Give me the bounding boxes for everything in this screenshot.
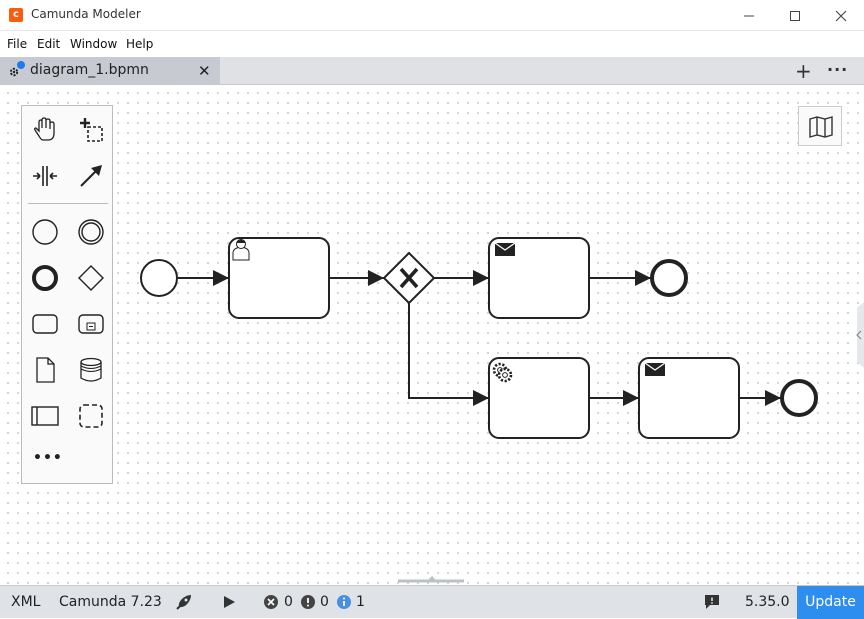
unsaved-indicator (17, 61, 25, 69)
minimize-icon (744, 15, 754, 16)
diagram-canvas[interactable]: ••• (0, 85, 864, 585)
tab-more-button[interactable]: ··· (827, 60, 849, 79)
warning-icon[interactable] (300, 594, 316, 610)
tab-diagram[interactable]: diagram_1.bpmn ✕ (0, 57, 220, 85)
map-icon (809, 116, 833, 138)
window-title: Camunda Modeler (31, 7, 141, 21)
gateway-x-marker (399, 267, 419, 289)
camunda-logo-icon: c (9, 8, 23, 22)
bpmn-diagram (140, 237, 818, 439)
sequence-flows (177, 270, 781, 406)
menu-file[interactable]: File (7, 37, 28, 51)
update-button[interactable]: Update (797, 586, 864, 619)
feedback-icon[interactable] (704, 594, 720, 610)
more-tools-button[interactable]: ••• (33, 450, 63, 466)
play-icon[interactable] (221, 594, 237, 610)
hand-tool-icon[interactable] (31, 116, 59, 144)
status-bar: XML Camunda 7.23 0 0 1 5.35.0 Update (0, 585, 864, 619)
maximize-button[interactable] (772, 0, 818, 31)
menu-edit[interactable]: Edit (37, 37, 61, 51)
end-event[interactable] (650, 259, 688, 297)
palette-separator (28, 203, 108, 204)
envelope-icon (644, 362, 666, 376)
minimap-toggle-button[interactable] (798, 106, 842, 146)
maximize-icon (790, 10, 800, 21)
new-tab-button[interactable]: + (795, 59, 812, 83)
pool-tool-icon[interactable] (31, 402, 59, 430)
user-icon (232, 239, 250, 261)
data-store-tool-icon[interactable] (77, 356, 105, 384)
title-bar: c Camunda Modeler (0, 0, 864, 31)
connect-tool-icon[interactable] (77, 162, 105, 190)
service-task[interactable] (488, 357, 590, 439)
intermediate-event-tool-icon[interactable] (77, 218, 105, 246)
end-event[interactable] (780, 379, 818, 417)
end-event-tool-icon[interactable] (31, 264, 59, 292)
group-tool-icon[interactable] (77, 402, 105, 430)
menu-help[interactable]: Help (126, 37, 154, 51)
user-task[interactable] (228, 237, 330, 319)
exclusive-gateway[interactable] (382, 251, 436, 305)
warning-count: 0 (320, 594, 329, 610)
menu-bar: File Edit Window Help (0, 31, 864, 57)
tab-close-button[interactable]: ✕ (198, 62, 211, 80)
lasso-tool-icon[interactable] (77, 116, 105, 144)
minimize-button[interactable] (726, 0, 772, 31)
sequence-flow[interactable] (408, 302, 489, 406)
gateway-tool-icon[interactable] (77, 264, 105, 292)
error-icon[interactable] (263, 594, 279, 610)
data-object-tool-icon[interactable] (31, 356, 59, 384)
info-count: 1 (356, 594, 365, 610)
send-task[interactable] (638, 357, 740, 439)
send-task[interactable] (488, 237, 590, 319)
menu-window[interactable]: Window (70, 37, 118, 51)
gear-icon (492, 362, 513, 383)
app-version: 5.35.0 (745, 594, 790, 610)
error-count: 0 (284, 594, 293, 610)
properties-panel-handle[interactable] (851, 302, 864, 368)
xml-toggle[interactable]: XML (11, 594, 41, 610)
bottom-panel-handle[interactable] (398, 573, 464, 585)
close-icon (835, 10, 847, 21)
tab-label: diagram_1.bpmn (30, 62, 149, 78)
engine-version[interactable]: Camunda 7.23 (59, 594, 162, 610)
envelope-icon (494, 242, 516, 256)
subprocess-tool-icon[interactable] (77, 310, 105, 338)
start-event-tool-icon[interactable] (31, 218, 59, 246)
tool-palette: ••• (21, 105, 113, 484)
rocket-icon[interactable] (175, 593, 193, 611)
space-tool-icon[interactable] (31, 162, 59, 190)
info-icon[interactable] (336, 594, 352, 610)
start-event[interactable] (140, 259, 178, 297)
close-window-button[interactable] (818, 0, 864, 31)
task-tool-icon[interactable] (31, 310, 59, 338)
bpmn-gear-icon (9, 67, 19, 77)
tab-bar: diagram_1.bpmn ✕ + ··· (0, 57, 864, 85)
